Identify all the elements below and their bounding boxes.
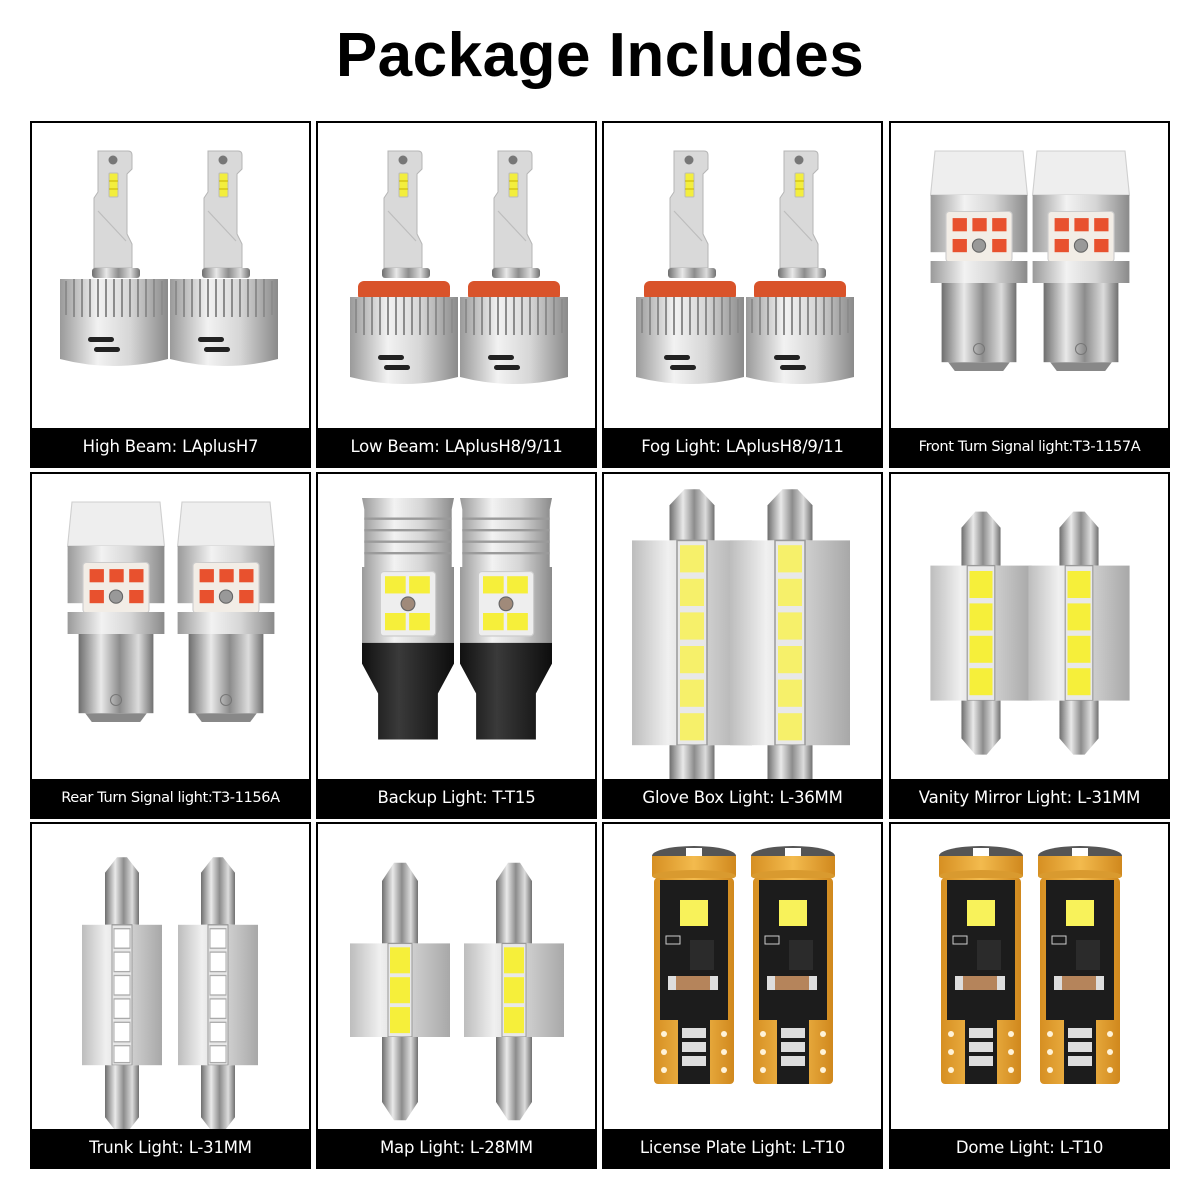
page-title: Package Includes (335, 21, 865, 90)
1156-turn-signal-bulb-pair-icon (32, 474, 309, 779)
package-item-dome-light: Dome Light: L-T10 (889, 822, 1170, 1169)
h11-fog-bulb-pair-icon (604, 123, 881, 428)
package-item-glove-box-light: Glove Box Light: L-36MM (602, 472, 883, 819)
item-caption: Backup Light: T-T15 (318, 779, 595, 817)
t15-backup-bulb-pair-icon (318, 474, 595, 779)
h11-headlight-bulb-pair-icon (318, 123, 595, 428)
item-caption: Trunk Light: L-31MM (32, 1129, 309, 1167)
package-item-vanity-mirror-light: Vanity Mirror Light: L-31MM (889, 472, 1170, 819)
36mm-festoon-bulb-pair-icon (604, 474, 881, 779)
package-item-fog-light: Fog Light: LAplusH8/9/11 (602, 121, 883, 468)
28mm-festoon-bulb-pair-icon (318, 824, 595, 1129)
t10-wedge-bulb-pair-icon (604, 824, 881, 1129)
item-caption: Map Light: L-28MM (318, 1129, 595, 1167)
package-item-backup-light: Backup Light: T-T15 (316, 472, 597, 819)
item-caption: Rear Turn Signal light:T3-1156A (32, 779, 309, 817)
package-item-high-beam: High Beam: LAplusH7 (30, 121, 311, 468)
item-caption: License Plate Light: L-T10 (604, 1129, 881, 1167)
item-caption: Dome Light: L-T10 (891, 1129, 1168, 1167)
item-caption: Low Beam: LAplusH8/9/11 (318, 428, 595, 466)
package-item-license-plate-light: License Plate Light: L-T10 (602, 822, 883, 1169)
package-item-low-beam: Low Beam: LAplusH8/9/11 (316, 121, 597, 468)
package-grid: High Beam: LAplusH7 Low Beam: LAplusH8/9… (30, 121, 1170, 1169)
31mm-festoon-bulb-pair-icon (32, 824, 309, 1129)
1157-turn-signal-bulb-pair-icon (891, 123, 1168, 428)
item-caption: Glove Box Light: L-36MM (604, 779, 881, 817)
package-item-map-light: Map Light: L-28MM (316, 822, 597, 1169)
h7-headlight-bulb-pair-icon (32, 123, 309, 428)
package-item-rear-turn-signal: Rear Turn Signal light:T3-1156A (30, 472, 311, 819)
item-caption: Fog Light: LAplusH8/9/11 (604, 428, 881, 466)
31mm-festoon-bulb-pair-icon (891, 474, 1168, 779)
t10-wedge-bulb-pair-icon (891, 824, 1168, 1129)
package-item-trunk-light: Trunk Light: L-31MM (30, 822, 311, 1169)
item-caption: High Beam: LAplusH7 (32, 428, 309, 466)
item-caption: Front Turn Signal light:T3-1157A (891, 428, 1168, 466)
package-item-front-turn-signal: Front Turn Signal light:T3-1157A (889, 121, 1170, 468)
item-caption: Vanity Mirror Light: L-31MM (891, 779, 1168, 817)
